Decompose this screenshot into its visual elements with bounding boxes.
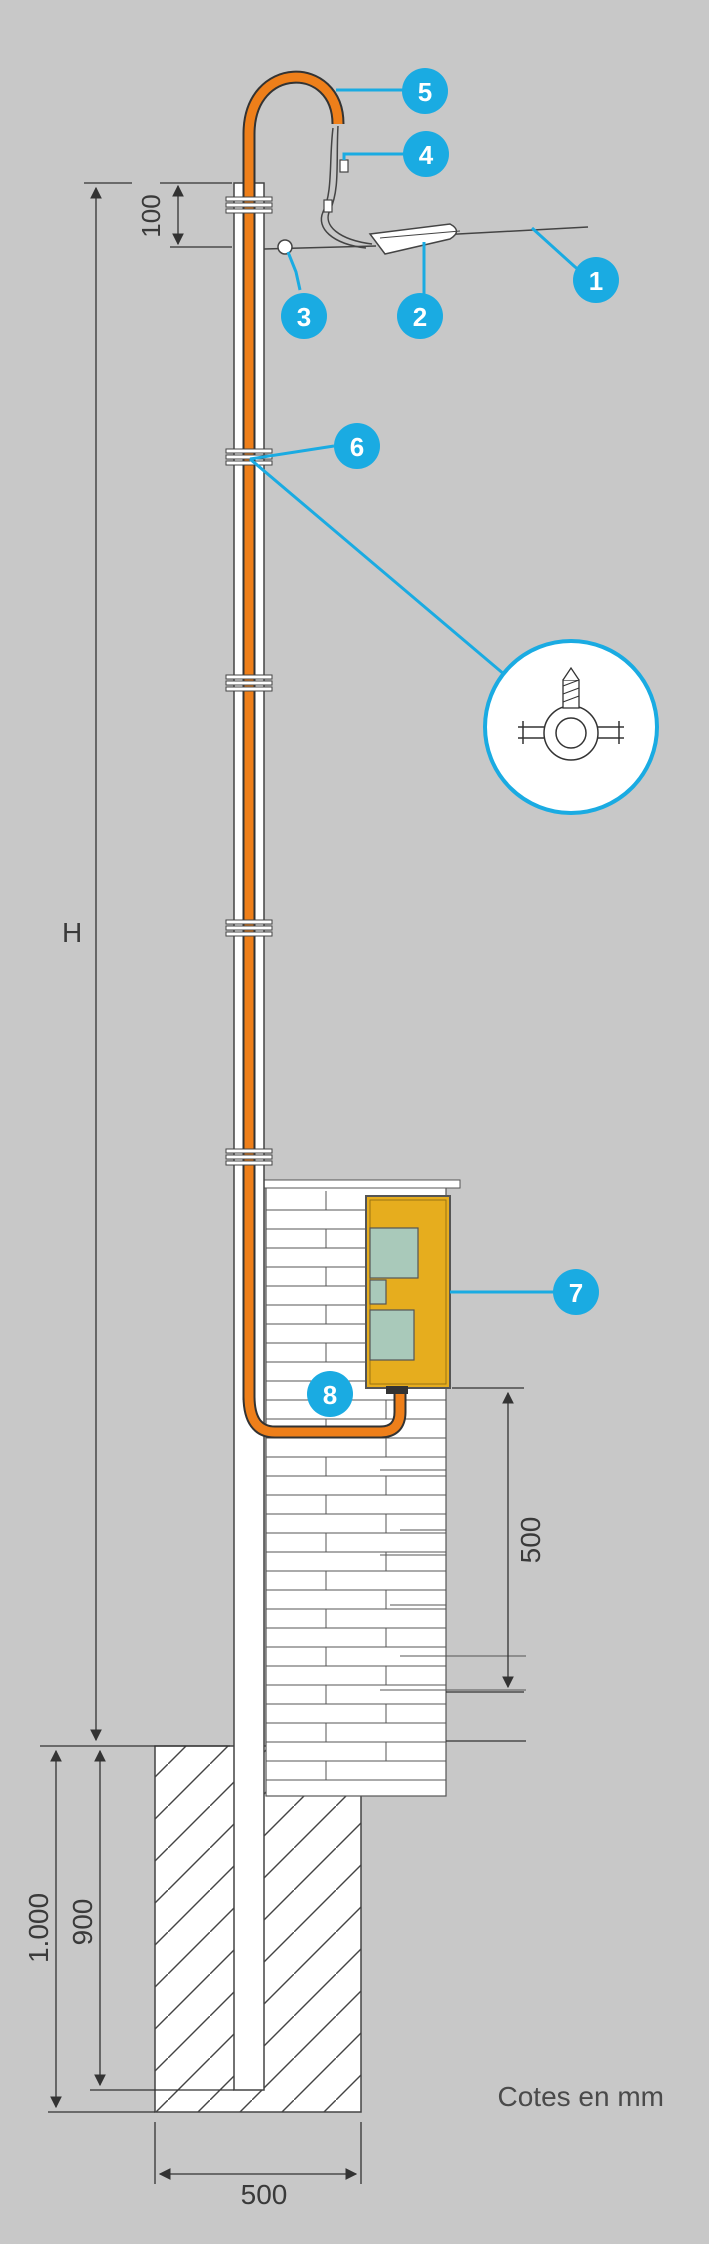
pole-clamps <box>225 196 273 1166</box>
callout-leaders <box>249 88 589 1294</box>
dimension-labels: H 100 500 1.000 900 500 <box>23 194 546 2210</box>
clamp-detail-view <box>249 457 659 815</box>
svg-text:8: 8 <box>323 1380 337 1410</box>
dimension-lines <box>40 182 526 2184</box>
svg-text:6: 6 <box>350 432 364 462</box>
callout-5: 5 <box>402 68 448 114</box>
dim-500-vertical-label: 500 <box>515 1517 546 1564</box>
cable <box>242 70 407 1439</box>
svg-text:7: 7 <box>569 1278 583 1308</box>
callout-3: 3 <box>281 293 327 339</box>
callout-2: 2 <box>397 293 443 339</box>
dim-h-label: H <box>62 917 82 948</box>
dim-100-label: 100 <box>136 194 166 237</box>
callout-badges: 1 2 3 4 5 6 7 8 <box>281 68 619 1417</box>
svg-text:3: 3 <box>297 302 311 332</box>
svg-text:1: 1 <box>589 266 603 296</box>
callout-7: 7 <box>553 1269 599 1315</box>
callout-4: 4 <box>403 131 449 177</box>
units-note: Cotes en mm <box>498 2081 665 2112</box>
svg-text:4: 4 <box>419 140 434 170</box>
callout-8: 8 <box>307 1371 353 1417</box>
svg-text:5: 5 <box>418 77 432 107</box>
overhead-fittings <box>263 125 589 255</box>
svg-text:2: 2 <box>413 302 427 332</box>
dim-500-horizontal-label: 500 <box>241 2179 288 2210</box>
callout-1: 1 <box>573 257 619 303</box>
dim-900-label: 900 <box>67 1899 98 1946</box>
connection-cabinet <box>365 1195 451 1394</box>
dim-1000-label: 1.000 <box>23 1893 54 1963</box>
callout-6: 6 <box>334 423 380 469</box>
